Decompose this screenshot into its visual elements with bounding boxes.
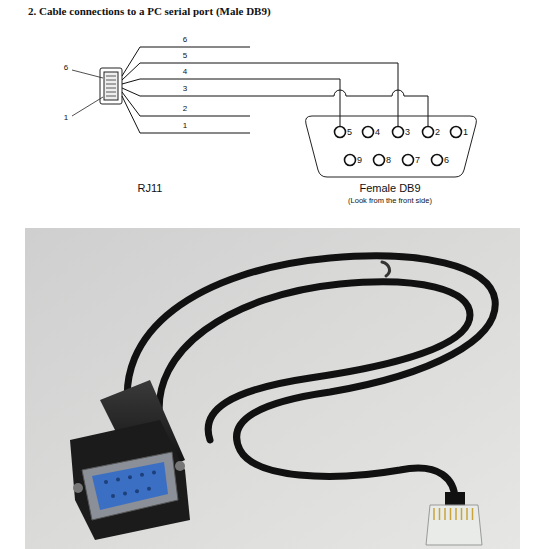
detail-dot [104, 480, 108, 484]
detail-dot [123, 492, 127, 496]
pin-number: 2 [435, 128, 440, 137]
detail-stroke [106, 76, 116, 77]
callout-number: 6 [64, 64, 68, 72]
pin-number: 3 [405, 128, 410, 137]
leader-line [72, 97, 103, 116]
db9-pins [335, 127, 462, 166]
detail-stroke [444, 508, 446, 520]
connector-name: Female DB9 [359, 183, 420, 194]
cable-photo [25, 228, 520, 549]
wire-number: 1 [183, 122, 187, 130]
detail-stroke [433, 508, 435, 520]
detail-stroke [106, 92, 116, 93]
wire-number: 6 [183, 36, 187, 44]
detail-stroke [466, 508, 468, 520]
db9-shell [306, 116, 477, 177]
wire-number: 3 [183, 85, 187, 93]
wire-number: 4 [183, 68, 187, 76]
detail-stroke [106, 88, 116, 89]
connector-name: RJ11 [138, 183, 163, 194]
pin-number: 9 [357, 156, 362, 165]
pin-number: 6 [444, 156, 449, 165]
detail-stroke [461, 508, 463, 520]
wire-number: 2 [183, 105, 187, 113]
detail-dot [147, 487, 151, 491]
detail-stroke [472, 508, 474, 520]
detail-dot [140, 473, 144, 477]
detail-stroke [106, 84, 116, 85]
detail-stroke [450, 508, 452, 520]
pin-number: 4 [375, 128, 380, 137]
callout-number: 1 [64, 114, 68, 122]
detail-dot [128, 475, 132, 479]
rj11-plug [100, 68, 122, 104]
detail-stroke [439, 508, 441, 520]
detail-dot [152, 470, 156, 474]
note: (Look from the front side) [348, 197, 432, 205]
detail-dot [135, 489, 139, 493]
detail-stroke [455, 508, 457, 520]
detail-stroke [106, 96, 116, 97]
detail-dot [116, 478, 120, 482]
pin-number: 7 [415, 156, 420, 165]
pin-number: 1 [463, 128, 468, 137]
leader-line [72, 70, 103, 78]
title: 2. Cable connections to a PC serial port… [28, 6, 271, 17]
pin-number: 8 [386, 156, 391, 165]
detail-stroke [106, 80, 116, 81]
pin-number: 5 [347, 128, 352, 137]
wire-number: 5 [183, 52, 187, 60]
wires [122, 47, 428, 133]
detail-dot [111, 494, 115, 498]
